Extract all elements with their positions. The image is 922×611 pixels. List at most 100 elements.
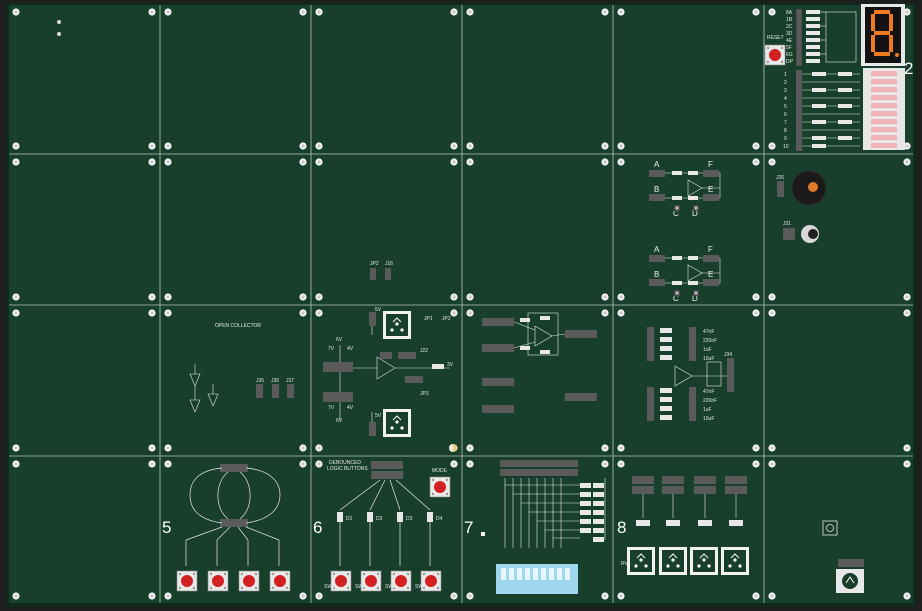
bar-graph-header[interactable]: [796, 70, 802, 151]
header[interactable]: [220, 519, 248, 527]
potentiometer[interactable]: [720, 546, 750, 576]
header[interactable]: [565, 393, 597, 401]
jumper[interactable]: [703, 194, 719, 201]
push-button[interactable]: [238, 570, 260, 592]
header[interactable]: [632, 476, 654, 484]
seg-input-labels: 8A 1B 2C 3D 4E 5F 6G DP: [786, 10, 794, 65]
svg-text:D3: D3: [406, 516, 413, 522]
corner-module: [822, 520, 864, 593]
comparator-header[interactable]: [323, 392, 353, 402]
svg-text:100k: 100k: [699, 521, 710, 527]
seg-pin-label: DP: [786, 59, 794, 65]
header[interactable]: [727, 358, 734, 392]
svg-text:SW2: SW2: [355, 584, 366, 590]
header[interactable]: [647, 387, 654, 421]
svg-text:1k: 1k: [661, 328, 667, 334]
header[interactable]: [838, 559, 864, 567]
header[interactable]: [220, 464, 248, 472]
jumper[interactable]: [649, 279, 665, 286]
comparator-module: 6V 7V 4V 7V 4V 6V 5V 5V 3V J22 JP1 JP2 J…: [323, 307, 457, 452]
header[interactable]: [725, 476, 747, 484]
svg-text:5V: 5V: [375, 413, 382, 419]
mode-button[interactable]: [429, 476, 451, 498]
header[interactable]: [482, 344, 514, 352]
jp-headers[interactable]: JP2 J16: [370, 261, 393, 280]
buzzer-header[interactable]: [777, 181, 784, 197]
opamp-bottom-parts: A B C D E F: [649, 245, 719, 303]
jumper[interactable]: [369, 312, 376, 326]
jumper[interactable]: [405, 376, 423, 383]
jumper[interactable]: [703, 279, 719, 286]
push-button[interactable]: [176, 570, 198, 592]
jumper[interactable]: [398, 352, 416, 359]
buzzer-module: J26 J31: [776, 170, 827, 243]
svg-text:D2: D2: [376, 516, 383, 522]
svg-text:1uF: 1uF: [703, 407, 712, 413]
module-number: 5: [162, 518, 171, 537]
header[interactable]: [689, 387, 696, 421]
push-button[interactable]: [269, 570, 291, 592]
svg-text:1k: 1k: [639, 521, 645, 527]
svg-text:1M: 1M: [661, 355, 668, 361]
svg-text:1uF: 1uF: [703, 347, 712, 353]
jumper[interactable]: [703, 255, 719, 262]
svg-text:J34: J34: [724, 352, 732, 358]
header[interactable]: [662, 486, 684, 494]
test-point[interactable]: [57, 32, 61, 36]
seven-segment-module: 8A 1B 2C 3D 4E 5F 6G DP: [764, 4, 913, 151]
svg-text:47nF: 47nF: [703, 389, 714, 395]
header[interactable]: [662, 476, 684, 484]
header[interactable]: [371, 471, 403, 479]
node-label: A: [654, 160, 660, 169]
potentiometer[interactable]: [689, 546, 719, 576]
header[interactable]: [482, 378, 514, 386]
test-point[interactable]: [57, 20, 61, 24]
comparator-header[interactable]: [323, 362, 353, 372]
node-label: A: [654, 245, 660, 254]
svg-text:JP1: JP1: [424, 316, 433, 322]
seg-pin-label: 6G: [786, 52, 793, 58]
jumper[interactable]: [649, 194, 665, 201]
svg-text:6V: 6V: [336, 337, 343, 343]
node-label: B: [654, 270, 659, 279]
svg-text:10: 10: [783, 144, 789, 150]
svg-text:2: 2: [784, 80, 787, 86]
pcb-surface: [9, 5, 913, 603]
svg-text:1: 1: [784, 72, 787, 78]
svg-text:J26: J26: [776, 175, 784, 181]
svg-text:4: 4: [784, 96, 787, 102]
jumper[interactable]: [369, 422, 376, 436]
jumper[interactable]: [380, 352, 392, 359]
header[interactable]: [647, 327, 654, 361]
seg-input-header: [795, 8, 803, 67]
potentiometer[interactable]: [658, 546, 688, 576]
header[interactable]: [632, 486, 654, 494]
header[interactable]: [371, 461, 403, 469]
header[interactable]: [500, 460, 578, 467]
push-button[interactable]: [207, 570, 229, 592]
potentiometer[interactable]: [382, 408, 412, 438]
node-label: B: [654, 185, 659, 194]
header[interactable]: [565, 330, 597, 338]
reset-button[interactable]: [764, 44, 786, 66]
jumper[interactable]: [649, 170, 665, 177]
jumper[interactable]: [703, 170, 719, 177]
header[interactable]: [725, 486, 747, 494]
test-pad[interactable]: [822, 520, 838, 536]
header[interactable]: [482, 405, 514, 413]
jumper[interactable]: [649, 255, 665, 262]
svg-text:J36: J36: [271, 378, 279, 384]
svg-text:1M: 1M: [732, 521, 739, 527]
seg-pin-label: 1B: [786, 17, 793, 23]
potentiometer[interactable]: [382, 310, 412, 340]
audio-jack-header[interactable]: [783, 228, 795, 240]
header[interactable]: [482, 318, 514, 326]
header[interactable]: [500, 469, 578, 476]
potentiometer[interactable]: [626, 546, 656, 576]
dip-switch-toggles[interactable]: [501, 568, 570, 580]
header[interactable]: [689, 327, 696, 361]
svg-text:JP3: JP3: [420, 391, 429, 397]
module-6-logic-buttons: 6 DEBOUNCED LOGIC BUTTONS MODE D1 D2 D3 …: [313, 460, 451, 592]
header[interactable]: [694, 476, 716, 484]
header[interactable]: [694, 486, 716, 494]
